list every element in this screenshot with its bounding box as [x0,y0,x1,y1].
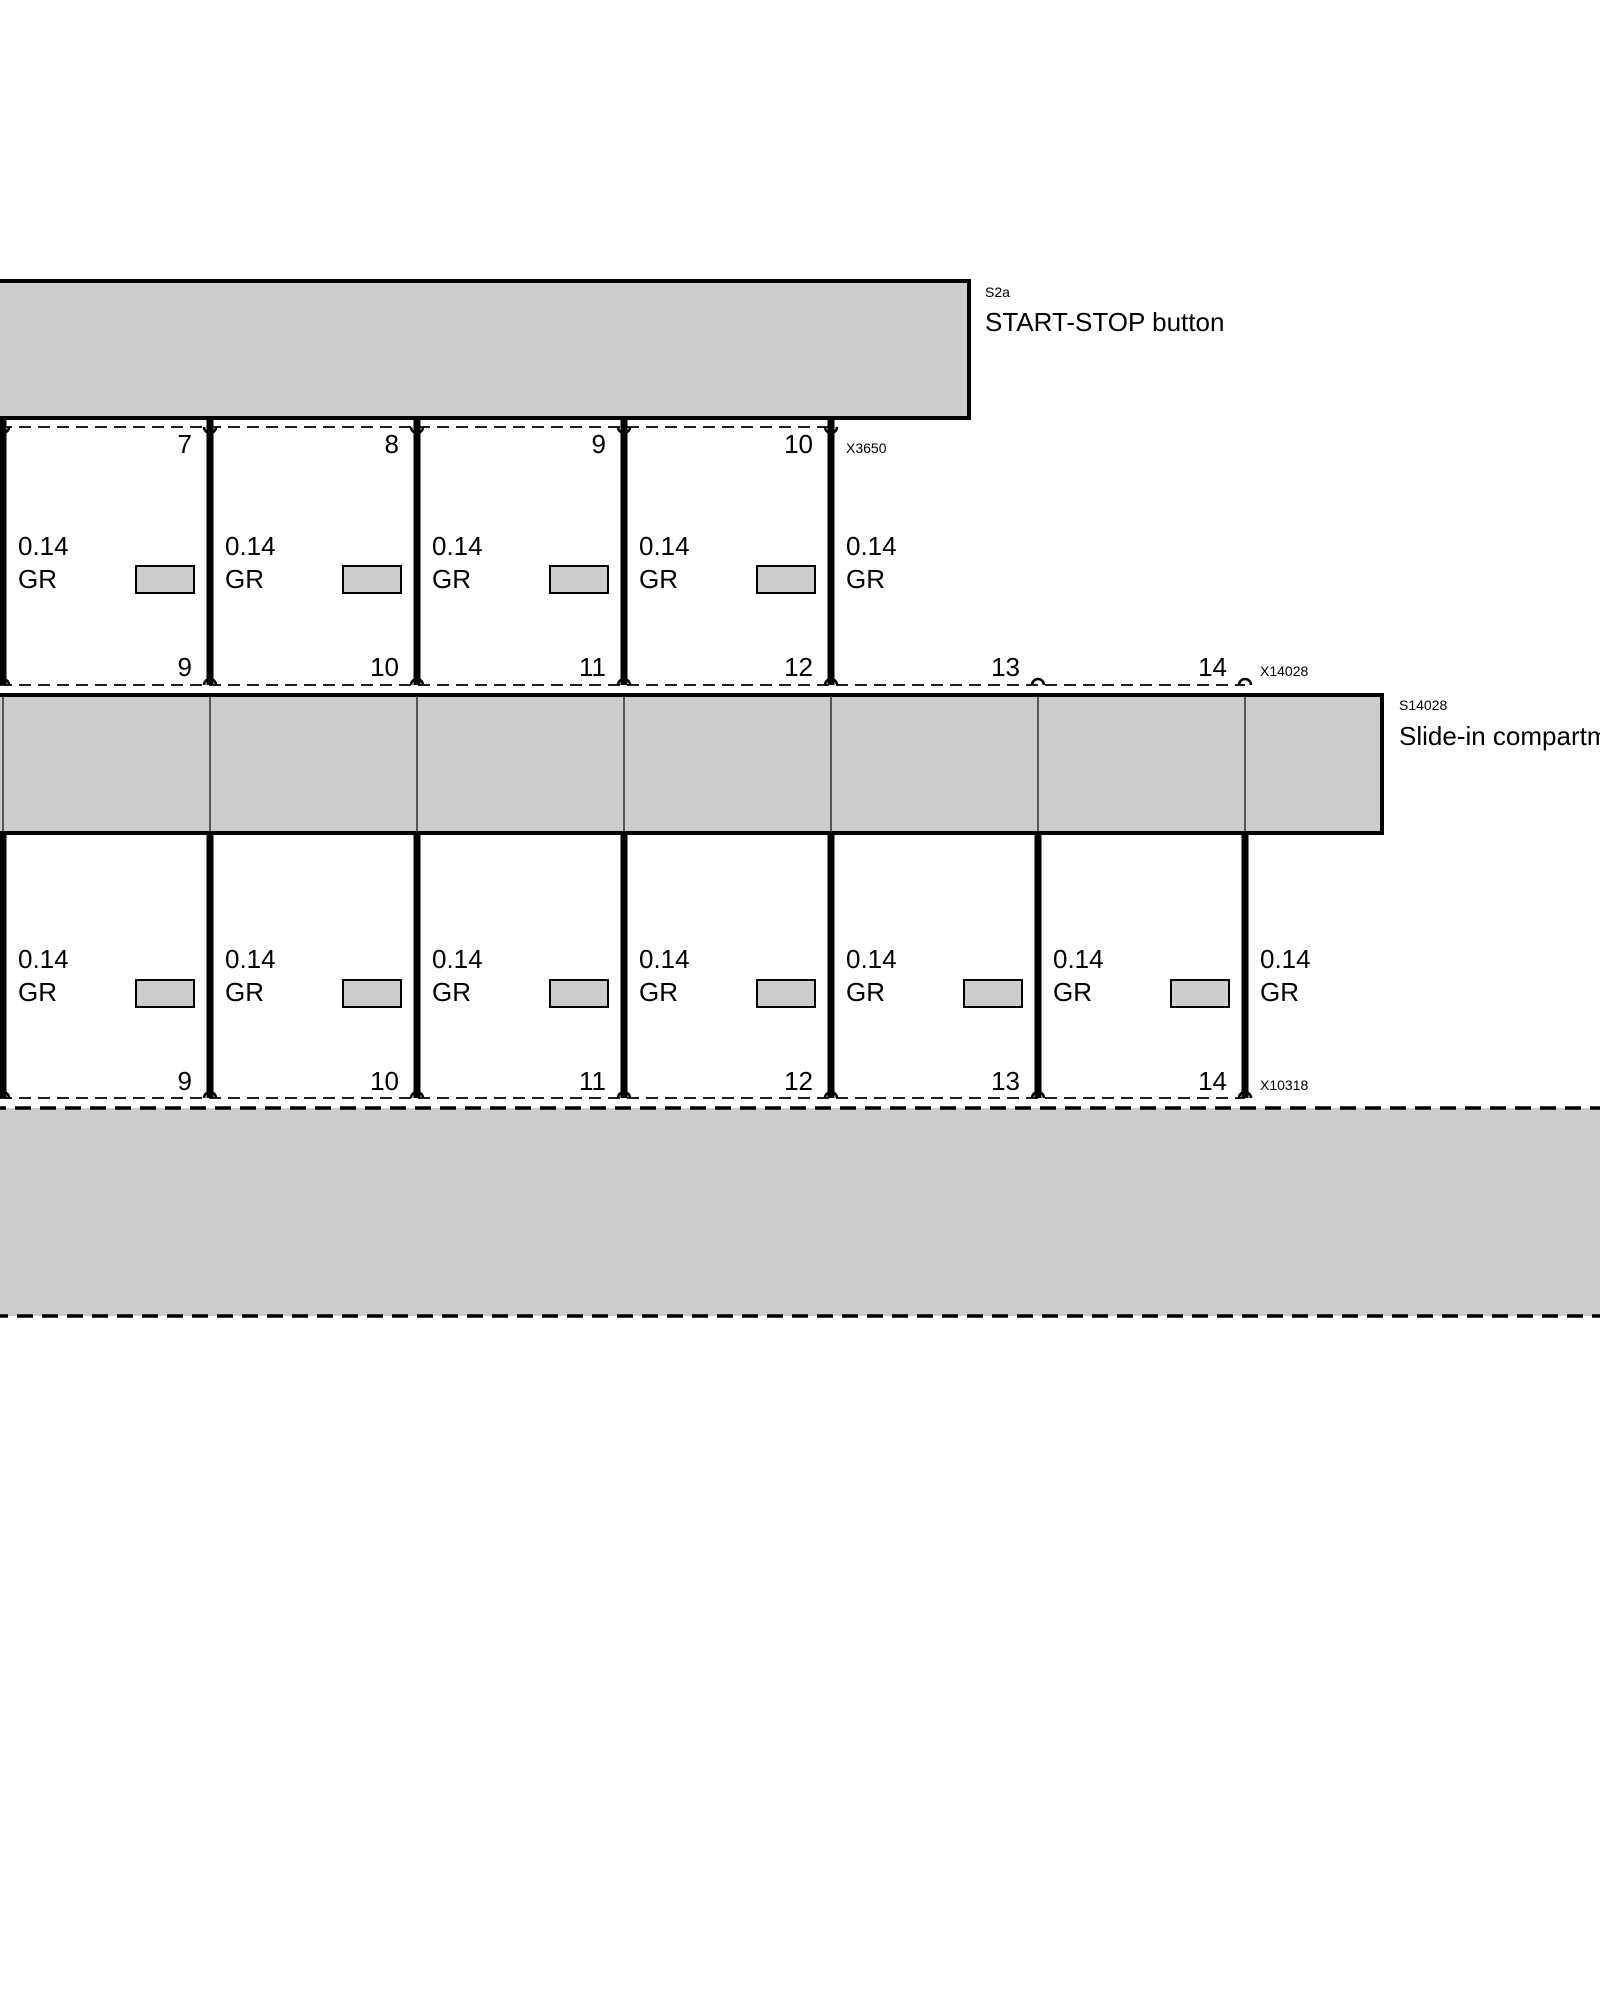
wire-size: 0.14 [1053,944,1104,974]
pin-number: 12 [784,652,813,682]
pin-arc [616,426,632,435]
pin-number: 9 [592,429,606,459]
wire-marker [135,979,195,1008]
wire-marker [963,979,1023,1008]
wire-color: GR [846,564,885,594]
pin-number: 9 [178,652,192,682]
pin-number: 8 [385,429,399,459]
lower-wires [0,833,1249,1098]
wire-marker [342,565,402,594]
pin-arc [616,1090,632,1099]
pin-arc [823,426,839,435]
pin-arc [202,677,218,686]
wire-size: 0.14 [18,944,69,974]
wire-size: 0.14 [639,944,690,974]
wire-marker [549,979,609,1008]
pin-arc [409,677,425,686]
wire-size: 0.14 [1260,944,1311,974]
wire-color: GR [639,977,678,1007]
pin-arcs-x10318 [0,1090,1253,1099]
wire-color: GR [18,564,57,594]
wire-size: 0.14 [432,531,483,561]
connector-x3650-id: X3650 [846,440,887,456]
start-stop-component-id: S2a [985,284,1010,300]
start-stop-button-box [0,279,971,420]
pin-arc [0,677,11,686]
slide-in-component-id: S14028 [1399,697,1447,713]
pin-number: 13 [991,1066,1020,1096]
lower-wire-labels: 0.14 GR 0.14 GR 0.14 GR 0.14 GR 0.14 GR … [18,944,1311,1007]
pin-number: 14 [1198,1066,1227,1096]
upper-wires [0,418,835,685]
pin-number: 7 [178,429,192,459]
wire-marker [1170,979,1230,1008]
connector-x10318-id: X10318 [1260,1077,1308,1093]
slide-in-compartment-box [0,693,1384,835]
pin-number: 14 [1198,652,1227,682]
wire-color: GR [18,977,57,1007]
wire-size: 0.14 [225,531,276,561]
pin-number: 10 [784,429,813,459]
wire-color: GR [1260,977,1299,1007]
wire-color: GR [639,564,678,594]
wire-size: 0.14 [846,944,897,974]
pin-arc [409,1090,425,1099]
pin-arc [0,426,11,435]
lower-module-box [0,1106,1600,1318]
upper-wire-markers [135,565,816,594]
pin-number: 9 [178,1066,192,1096]
pin-number: 12 [784,1066,813,1096]
connector-x10318-pins: 9 10 11 12 13 14 [178,1066,1227,1096]
wire-marker [756,979,816,1008]
wire-color: GR [432,564,471,594]
pin-number: 10 [370,652,399,682]
wire-marker [342,979,402,1008]
pin-arc [202,426,218,435]
pin-arcs-x14028 [0,677,1253,686]
wire-marker [549,565,609,594]
pin-arc [823,1090,839,1099]
upper-wire-labels: 0.14 GR 0.14 GR 0.14 GR 0.14 GR 0.14 GR [18,531,897,594]
pin-number: 11 [579,1066,606,1096]
connector-x3650-pins: 7 8 9 10 [178,429,813,459]
pin-number: 10 [370,1066,399,1096]
pin-arc [1237,1090,1253,1099]
wire-color: GR [432,977,471,1007]
wire-color: GR [1053,977,1092,1007]
wire-size: 0.14 [846,531,897,561]
wire-color: GR [225,977,264,1007]
pin-number: 11 [579,652,606,682]
connector-x14028-pins: 9 10 11 12 13 14 [178,652,1227,682]
pin-arc [202,1090,218,1099]
wire-size: 0.14 [432,944,483,974]
wire-marker [756,565,816,594]
start-stop-component-name: START-STOP button [985,307,1224,337]
wire-size: 0.14 [225,944,276,974]
pin-arc [1030,677,1046,686]
pin-arc [616,677,632,686]
connector-x14028-id: X14028 [1260,663,1308,679]
pin-arcs-x3650 [0,426,839,435]
wire-size: 0.14 [18,531,69,561]
slide-in-component-name: Slide-in compartment [1399,721,1600,751]
pin-arc [823,677,839,686]
pin-arc [1237,677,1253,686]
wire-marker [135,565,195,594]
wire-size: 0.14 [639,531,690,561]
pin-number: 13 [991,652,1020,682]
pin-arc [409,426,425,435]
pin-arc [1030,1090,1046,1099]
pin-arc [0,1090,11,1099]
slide-in-compartment-separators [2,697,1246,831]
wire-color: GR [846,977,885,1007]
wire-color: GR [225,564,264,594]
lower-wire-markers [135,979,1230,1008]
